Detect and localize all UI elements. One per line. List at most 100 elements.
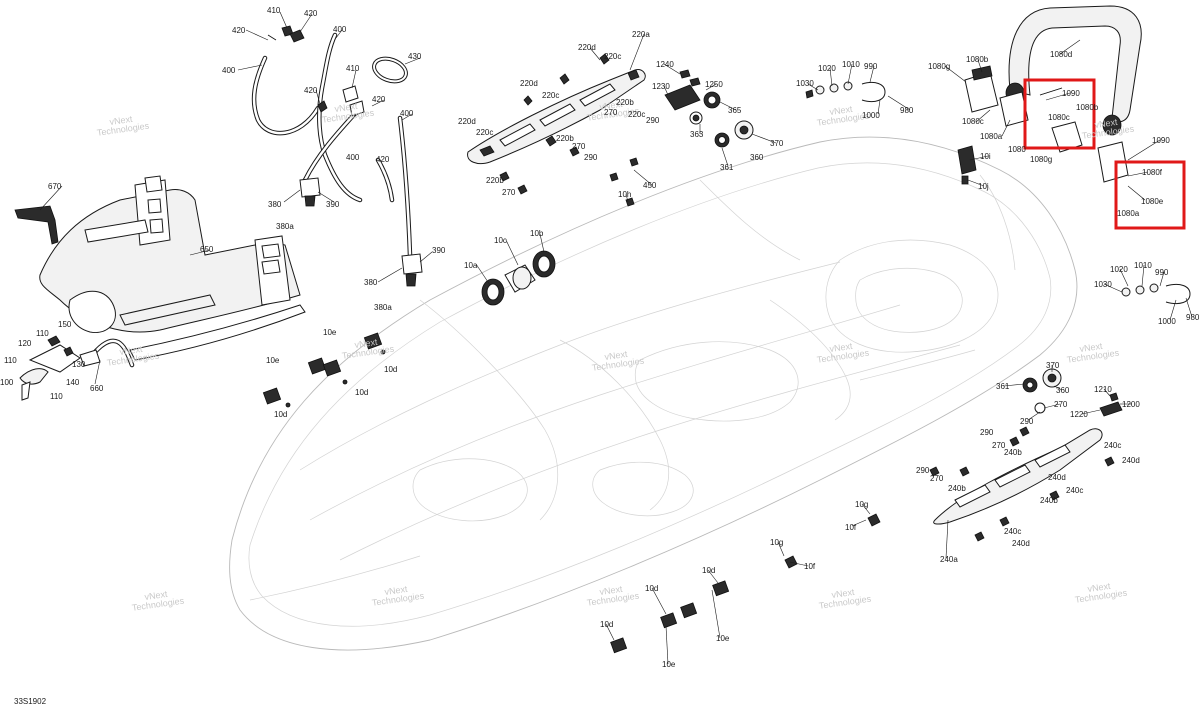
- leader-line: [807, 83, 819, 91]
- part-label-1020b: 1020: [1110, 265, 1128, 274]
- part-label-365: 365: [728, 106, 742, 115]
- part-label-400c: 400: [400, 109, 414, 118]
- leader-line: [377, 267, 403, 283]
- part-label-1090b: 1090: [1152, 136, 1170, 145]
- leader-line: [404, 57, 421, 65]
- part-label-400b: 400: [222, 66, 236, 75]
- part-label-240d3: 240d: [1012, 539, 1030, 548]
- leader-line: [1027, 411, 1041, 421]
- leader-line: [237, 64, 263, 71]
- strake-240-assembly: [929, 426, 1115, 542]
- part-label-1010: 1010: [842, 60, 860, 69]
- part-label-1010b: 1010: [1134, 261, 1152, 270]
- part-label-1020: 1020: [818, 64, 836, 73]
- leader-line: [1159, 271, 1165, 287]
- watermark-text: vNext: [354, 337, 379, 350]
- leader-line: [1059, 39, 1081, 55]
- part-label-990: 990: [864, 62, 878, 71]
- part-label-1030: 1030: [796, 79, 814, 88]
- part-label-240c2: 240c: [1066, 486, 1083, 495]
- part-label-240b2: 240b: [948, 484, 966, 493]
- part-label-110b: 110: [4, 356, 17, 365]
- part-label-240b: 240b: [1004, 448, 1022, 457]
- leader-line: [887, 95, 911, 111]
- part-label-10d4: 10d: [600, 620, 613, 629]
- part-label-390b: 390: [432, 246, 446, 255]
- part-label-150: 150: [58, 320, 72, 329]
- part-label-120: 120: [18, 339, 32, 348]
- part-label-1200: 1200: [1122, 400, 1140, 409]
- leader-line: [945, 519, 949, 559]
- drain-group-right: [1022, 368, 1123, 417]
- part-label-1000b: 1000: [1158, 317, 1176, 326]
- part-label-400a: 400: [333, 25, 347, 34]
- leader-line: [1053, 385, 1063, 391]
- leader-line: [977, 59, 983, 73]
- part-label-370: 370: [770, 139, 784, 148]
- leader-line: [1127, 139, 1161, 161]
- watermark-text: vNext: [1087, 581, 1112, 594]
- part-label-380aa: 380a: [276, 222, 294, 231]
- part-label-1080b2: 1080b: [1076, 103, 1099, 112]
- part-label-1080a2: 1080a: [1117, 209, 1140, 218]
- part-label-220b: 220b: [616, 98, 634, 107]
- part-label-220b2: 220b: [556, 134, 574, 143]
- watermark-text: vNext: [599, 99, 624, 112]
- part-label-10d_c: 10d: [274, 410, 287, 419]
- leader-line: [335, 29, 343, 39]
- part-label-1000: 1000: [862, 111, 880, 120]
- part-label-650: 650: [200, 245, 214, 254]
- part-label-361: 361: [720, 163, 734, 172]
- diagram-reference-code: 33S1902: [14, 697, 47, 705]
- highlight-box-1090: [1023, 78, 1096, 150]
- part-label-1080c: 1080c: [962, 117, 984, 126]
- part-label-10d3: 10d: [645, 584, 658, 593]
- leader-line: [1001, 119, 1011, 137]
- watermark-text: vNext: [831, 587, 856, 600]
- leader-line: [1119, 268, 1129, 287]
- part-label-240b3: 240b: [1040, 496, 1058, 505]
- leader-line: [707, 569, 719, 584]
- leader-line: [299, 13, 313, 33]
- leader-line: [861, 503, 871, 515]
- part-label-10f: 10f: [845, 523, 857, 532]
- part-label-1080c2: 1080c: [1048, 113, 1070, 122]
- strake-220-assembly: [467, 53, 646, 195]
- leader-line: [1043, 403, 1061, 409]
- leader-line: [829, 67, 833, 87]
- part-label-670: 670: [48, 182, 62, 191]
- part-label-390a: 390: [326, 200, 340, 209]
- leader-line: [589, 47, 601, 61]
- part-label-1080a: 1080a: [980, 132, 1003, 141]
- watermark-text: vNext: [334, 101, 359, 114]
- part-label-100: 100: [0, 378, 14, 387]
- leader-line: [505, 239, 519, 266]
- leader-line: [663, 63, 681, 75]
- part-label-220e: 220d: [458, 117, 476, 126]
- leader-line: [869, 65, 875, 83]
- highlight-box-1080e: [1114, 160, 1186, 230]
- part-label-110a: 110: [36, 329, 49, 338]
- part-label-10e3: 10e: [662, 660, 676, 669]
- leader-line: [351, 69, 357, 89]
- part-label-290c: 290: [1020, 417, 1034, 426]
- part-label-270c: 270: [502, 188, 516, 197]
- leader-line: [1103, 388, 1111, 397]
- leader-line: [851, 519, 867, 527]
- part-label-370b: 370: [1046, 361, 1060, 370]
- leader-line: [1185, 297, 1193, 318]
- tow-hook-top: [805, 81, 886, 103]
- part-label-1080f: 1080f: [1142, 168, 1163, 177]
- part-label-270a: 270: [604, 108, 618, 117]
- part-label-10d_b: 10d: [355, 388, 368, 397]
- tow-hook-right: [1121, 283, 1191, 305]
- part-label-10e_b: 10e: [266, 356, 280, 365]
- part-label-130: 130: [72, 360, 86, 369]
- part-label-240c3: 240c: [1004, 527, 1021, 536]
- part-label-290b: 290: [584, 153, 598, 162]
- part-label-361b: 361: [996, 382, 1010, 391]
- leader-line: [279, 11, 288, 29]
- part-label-10e_a: 10e: [323, 328, 337, 337]
- leader-line: [847, 63, 853, 85]
